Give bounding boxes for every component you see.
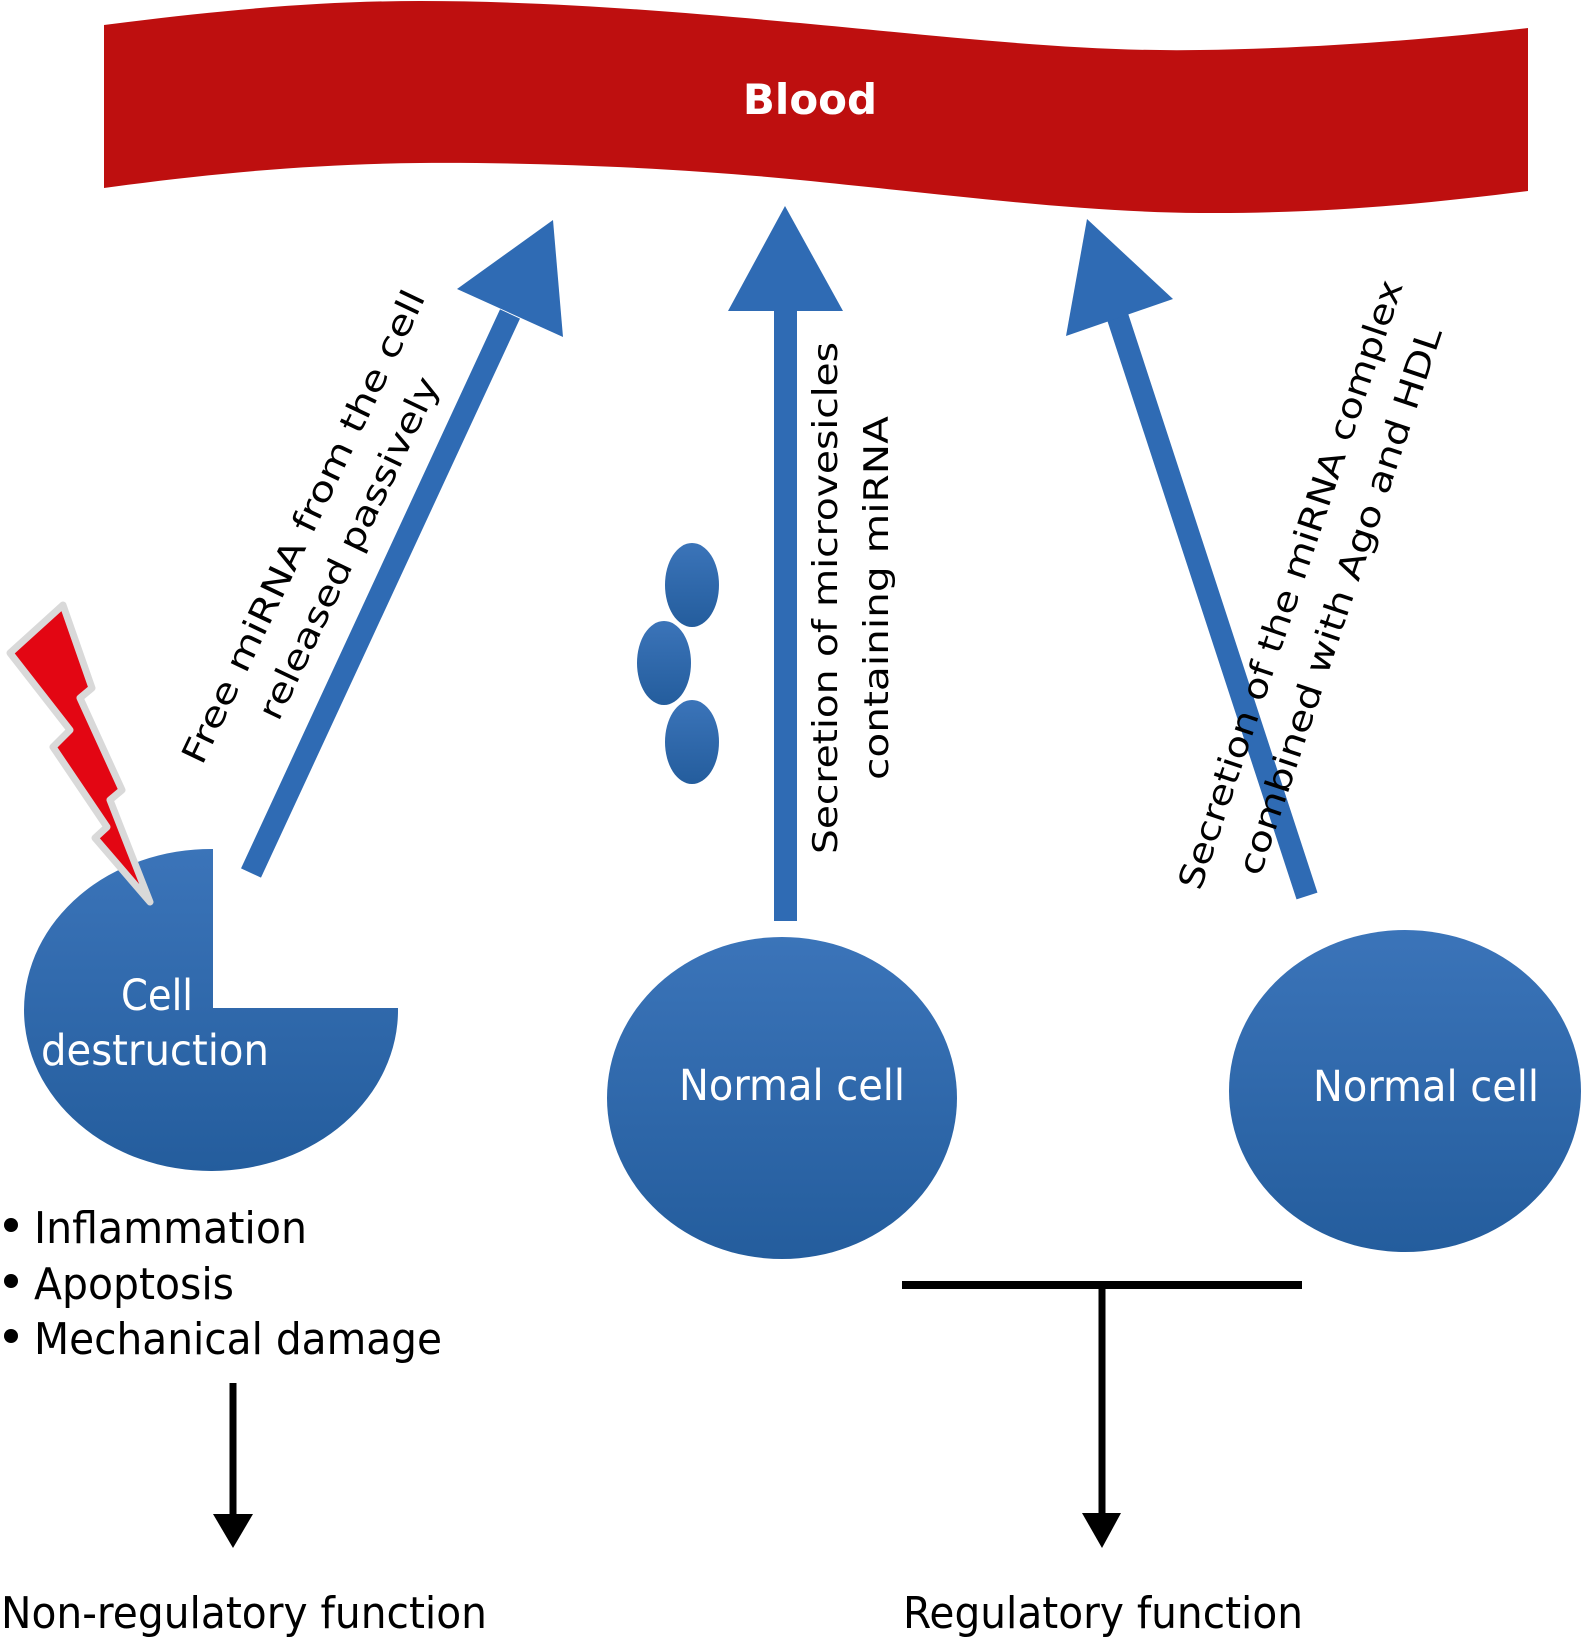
- microvesicle: [637, 621, 691, 705]
- regulatory-function-label: Regulatory function: [903, 1588, 1303, 1639]
- complex-secretion-arrowhead: [1066, 219, 1173, 336]
- passive-release-arrow: [241, 220, 563, 878]
- microvesicle-arrow: [728, 206, 843, 921]
- cause-item: Apoptosis: [34, 1259, 234, 1310]
- microvesicle-label-line-2: containing miRNA: [857, 416, 897, 780]
- blood-vessel: Blood: [104, 1, 1528, 214]
- passive-release-arrowhead: [457, 220, 563, 337]
- bullet-icon: [4, 1218, 18, 1232]
- lightning-bolt-icon: [6, 601, 154, 906]
- destroyed-cell-shape: [24, 848, 399, 1171]
- passive-release-label-line-1: Free miRNA from the cell: [174, 284, 434, 771]
- causes-list: Inflammation Apoptosis Mechanical damage: [4, 1203, 442, 1365]
- microvesicle-label-line-1: Secretion of microvesicles: [806, 342, 846, 854]
- cause-item: Mechanical damage: [34, 1314, 442, 1365]
- bullet-icon: [4, 1274, 18, 1288]
- microvesicle: [665, 700, 719, 784]
- normal-cell-right: Normal cell: [1229, 930, 1581, 1252]
- normal-cell-right-label: Normal cell: [1313, 1062, 1539, 1112]
- microvesicle-arrowhead: [728, 206, 843, 311]
- non-regulatory-function-label: Non-regulatory function: [1, 1588, 487, 1639]
- microvesicle: [665, 543, 719, 627]
- complex-secretion-arrow: [1066, 219, 1318, 900]
- normal-cell-middle-shape: [607, 937, 957, 1259]
- microvesicle-icon: [637, 543, 719, 784]
- passive-release-arrow-shaft: [241, 309, 520, 878]
- normal-cell-right-shape: [1229, 930, 1581, 1252]
- destroyed-cell-label-line-2: destruction: [41, 1026, 269, 1076]
- regulatory-connector: [902, 1281, 1302, 1548]
- non-regulatory-arrow: [213, 1383, 253, 1548]
- complex-secretion-arrow-shaft: [1106, 311, 1318, 900]
- non-regulatory-arrowhead: [213, 1514, 253, 1548]
- destroyed-cell-label-line-1: Cell: [121, 971, 193, 1021]
- bullet-icon: [4, 1329, 18, 1343]
- blood-band: [104, 1, 1528, 214]
- normal-cell-middle: Normal cell: [607, 937, 957, 1259]
- destroyed-cell: Cell destruction: [24, 848, 399, 1171]
- microvesicle-label: Secretion of microvesicles containing mi…: [806, 342, 897, 854]
- microvesicle-arrow-shaft: [774, 305, 797, 921]
- normal-cell-middle-label: Normal cell: [679, 1061, 905, 1111]
- blood-label: Blood: [743, 75, 877, 124]
- regulatory-arrowhead: [1082, 1513, 1121, 1548]
- cause-item: Inflammation: [34, 1203, 307, 1254]
